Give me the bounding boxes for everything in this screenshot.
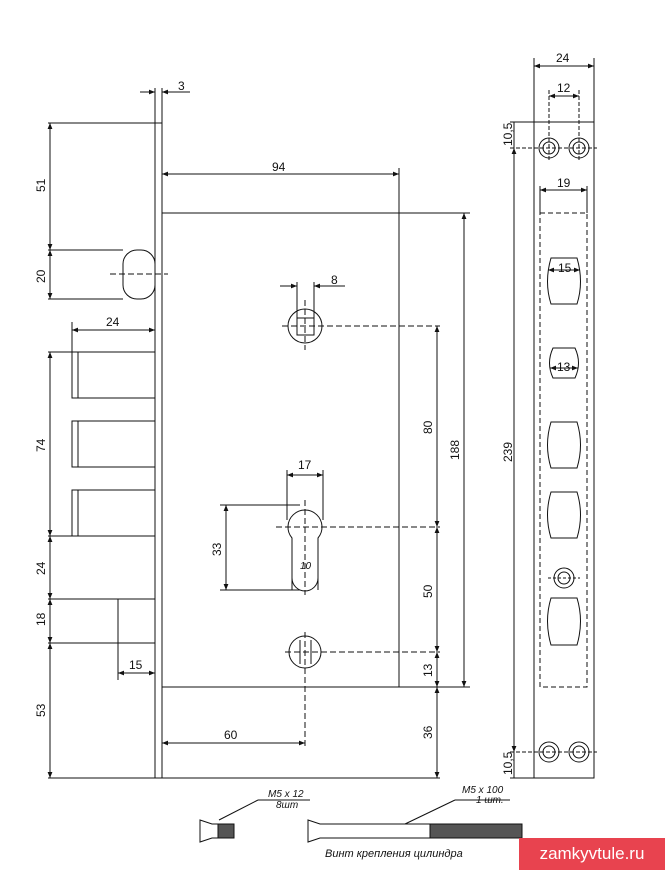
strike-plate	[533, 121, 595, 779]
dim-latch2-throw: 15	[129, 658, 143, 672]
dim-cyl-height: 33	[210, 542, 224, 556]
dim-plate-height: 239	[501, 442, 515, 462]
dim-faceplate-thickness: 3	[178, 79, 185, 93]
dim-top-to-latch: 51	[34, 178, 48, 192]
faceplate	[154, 122, 163, 779]
deadbolt-1	[71, 351, 156, 399]
dim-bolt-length: 24	[106, 315, 120, 329]
screw-long-qty: 1 шт.	[476, 795, 504, 806]
dim-latch2-height: 18	[34, 612, 48, 626]
dim-hole-offset-top: 10,5	[501, 122, 515, 146]
slot-bolt-1	[547, 421, 581, 469]
dim-spindle: 8	[331, 273, 338, 287]
dim-cutout-width: 19	[557, 176, 571, 190]
lower-latch	[117, 598, 156, 644]
dim-spindle-to-cyl: 80	[421, 420, 435, 434]
dim-gap: 24	[34, 561, 48, 575]
dim-cyl-slot: 10	[300, 561, 312, 572]
dim-hole-offset-bottom: 10,5	[501, 751, 515, 775]
dim-hole-spacing: 12	[557, 81, 571, 95]
site-watermark: zamkyvtule.ru	[519, 838, 665, 870]
dim-body-width: 94	[272, 160, 286, 174]
dim-latch-height: 20	[34, 269, 48, 283]
slot-bolt-3	[547, 597, 581, 646]
lock-body	[161, 212, 400, 688]
screw-short-label: M5 x 12	[268, 789, 304, 800]
dim-bolt-hole-second: 13	[557, 360, 571, 374]
slot-bolt-2	[547, 491, 581, 539]
screw-long-label: M5 x 100	[462, 785, 504, 796]
slot-small	[549, 347, 579, 379]
dim-backset: 60	[224, 728, 238, 742]
deadbolt-2	[71, 420, 156, 468]
dim-plate-width: 24	[556, 51, 570, 65]
dim-cyl-to-lower: 50	[421, 584, 435, 598]
dim-cyl-width: 17	[298, 458, 312, 472]
dim-bolt-hole-upper: 15	[558, 261, 572, 275]
screw-short-qty: 8шт	[276, 800, 298, 811]
screw-caption: Винт крепления цилиндра	[325, 848, 463, 860]
deadbolt-3	[71, 489, 156, 537]
dim-bottom-edge: 36	[421, 725, 435, 739]
dim-bottom-offset: 53	[34, 703, 48, 717]
cutout-frame	[539, 212, 588, 688]
dim-bolt-span: 74	[34, 438, 48, 452]
dim-body-height: 188	[448, 440, 462, 460]
dim-lower-to-bottom: 13	[421, 663, 435, 677]
